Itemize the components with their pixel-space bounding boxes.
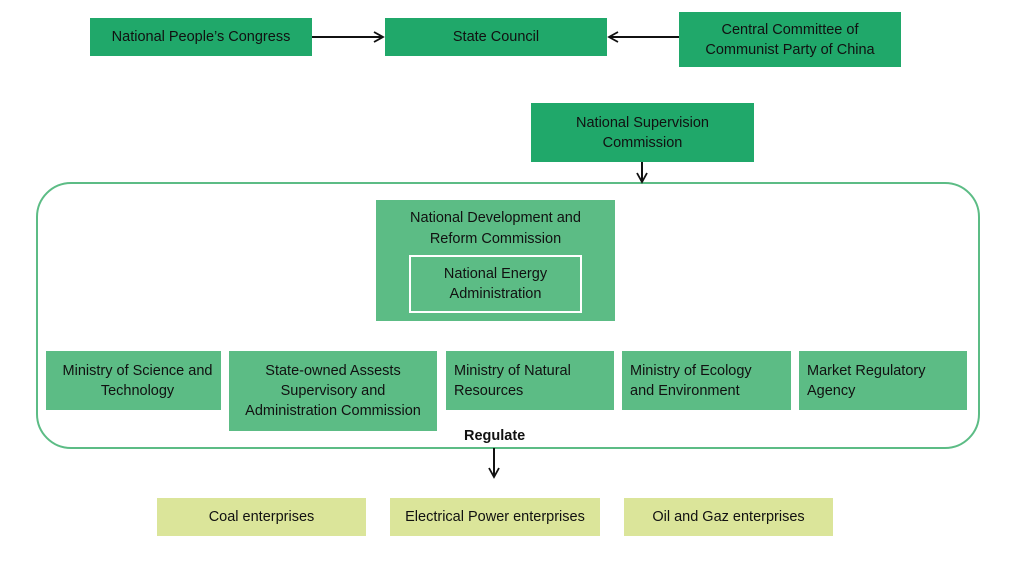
market-regulatory-agency-box: Market Regulatory Agency (799, 351, 967, 410)
ministry-natural-resources-box: Ministry of Natural Resources (446, 351, 614, 410)
state-council-box: State Council (385, 18, 607, 56)
electrical-power-enterprises-label: Electrical Power enterprises (405, 509, 585, 525)
ministry-science-technology-box: Ministry of Science and Technology (46, 351, 221, 410)
market-regulatory-agency-label: Market Regulatory Agency (807, 362, 926, 399)
oil-gaz-enterprises-box: Oil and Gaz enterprises (624, 498, 833, 536)
central-committee-label: Central Committee of Communist Party of … (705, 21, 875, 58)
national-energy-administration-label: National Energy Administration (443, 266, 548, 302)
ministry-ecology-environment-box: Ministry of Ecology and Environment (622, 351, 791, 410)
electrical-power-enterprises-box: Electrical Power enterprises (390, 498, 600, 536)
ministry-natural-resources-label: Ministry of Natural Resources (454, 362, 571, 399)
regulate-label: Regulate (464, 428, 526, 444)
coal-enterprises-box: Coal enterprises (157, 498, 366, 536)
national-supervision-commission-box: National Supervision Commission (531, 103, 754, 162)
regulators-container (36, 182, 980, 449)
coal-enterprises-label: Coal enterprises (208, 509, 315, 525)
central-committee-box: Central Committee of Communist Party of … (679, 12, 901, 67)
national-energy-administration-box: National Energy Administration (409, 255, 582, 313)
ndrc-label: National Development and Reform Commissi… (410, 210, 581, 247)
national-supervision-commission-label: National Supervision Commission (576, 114, 709, 151)
ministry-science-technology-label: Ministry of Science and Technology (62, 362, 213, 399)
oil-gaz-enterprises-label: Oil and Gaz enterprises (652, 509, 805, 525)
national-peoples-congress-label: National People’s Congress (111, 29, 291, 45)
ndrc-box: National Development and Reform Commissi… (376, 200, 615, 321)
national-peoples-congress-box: National People’s Congress (90, 18, 312, 56)
sasac-box: State-owned Assests Supervisory and Admi… (229, 351, 437, 431)
ministry-ecology-environment-label: Ministry of Ecology and Environment (630, 362, 752, 399)
state-council-label: State Council (452, 29, 540, 45)
sasac-label: State-owned Assests Supervisory and Admi… (245, 363, 421, 419)
